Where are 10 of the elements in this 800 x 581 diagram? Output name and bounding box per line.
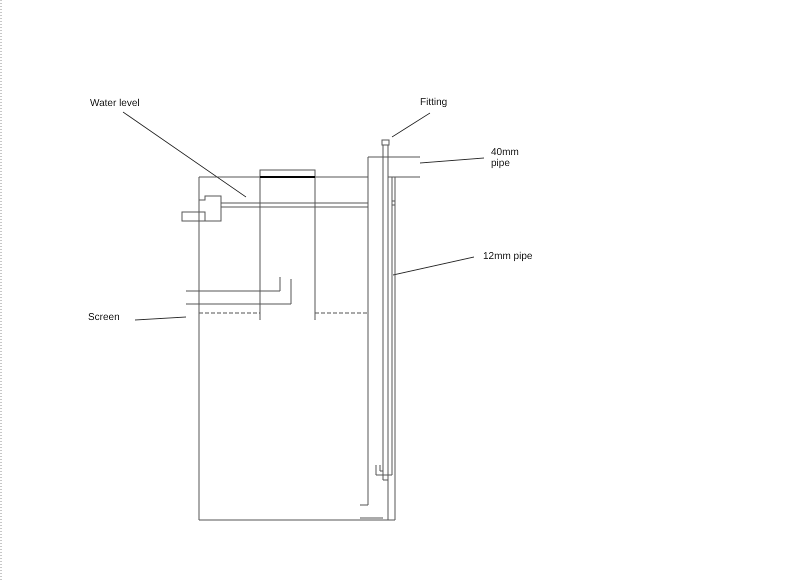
part-label: Fitting — [420, 97, 480, 108]
leader-line — [392, 112, 430, 138]
leader-line — [134, 316, 186, 320]
part-label: 40mm pipe — [491, 147, 521, 169]
part-label: Water level — [90, 98, 150, 109]
leader-line — [420, 158, 484, 164]
part-label: Screen — [88, 312, 148, 323]
leader-line — [122, 112, 246, 198]
part-label: 12mm pipe — [483, 251, 543, 262]
leader-line — [392, 256, 474, 276]
